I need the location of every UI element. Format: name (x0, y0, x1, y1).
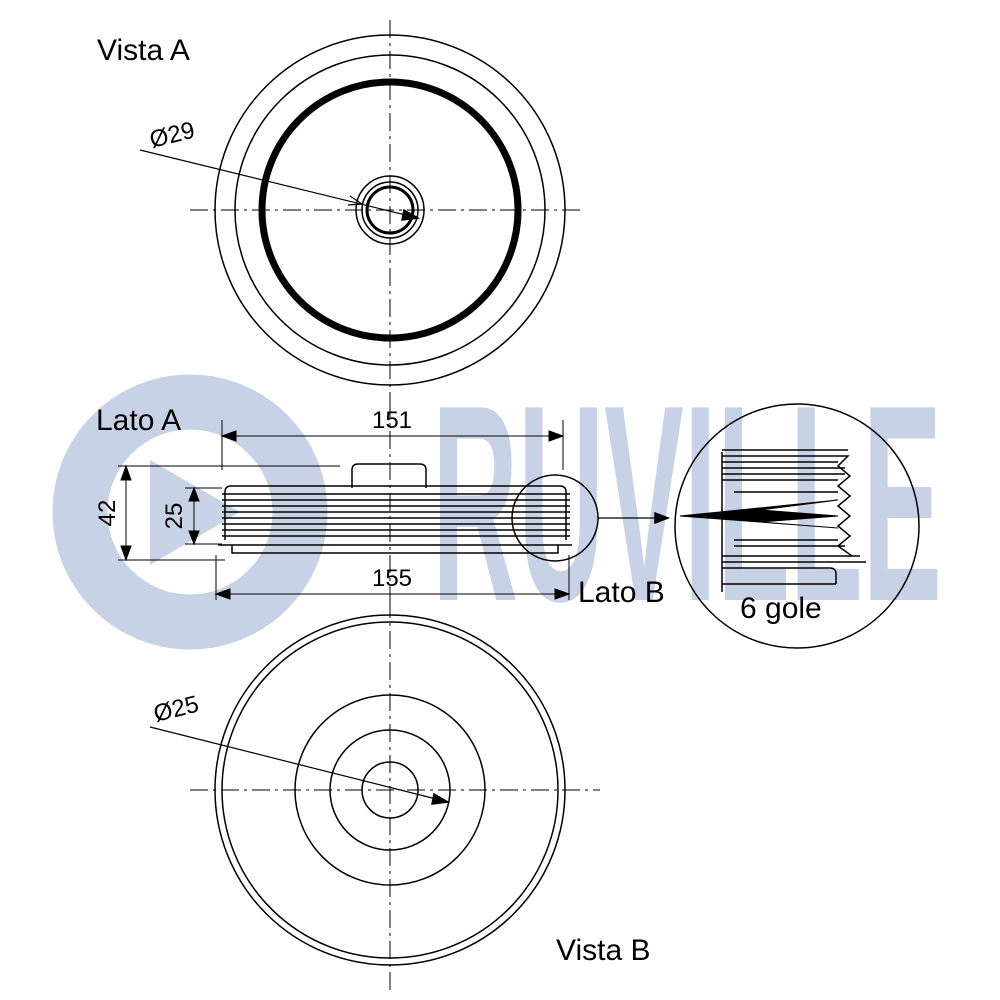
ruville-logo-watermark: RUVILLE (52, 348, 942, 660)
vista-a-label: Vista A (97, 34, 190, 67)
groove-detail-view (674, 403, 920, 649)
bore-b-arrow (431, 792, 451, 805)
logo-wordmark: RUVILLE (432, 348, 942, 660)
height-total-dimension: 42 (94, 500, 121, 527)
view-b-drawing (149, 600, 600, 995)
bore-a-arrow (401, 208, 421, 221)
dimension-lines (118, 420, 571, 600)
vista-b-label: Vista B (556, 934, 651, 967)
bore-a-dimension: Ø29 (147, 117, 198, 154)
height-belt-dimension: 25 (161, 503, 188, 530)
groove-count-label: 6 gole (740, 592, 822, 625)
width-bottom-dimension: 155 (372, 565, 412, 592)
width-top-dimension: 151 (372, 407, 412, 434)
lato-a-label: Lato A (96, 404, 181, 437)
view-a-drawing (139, 20, 585, 400)
side-view-drawing (218, 400, 671, 600)
bore-b-leader (149, 726, 449, 803)
bore-b-dimension: Ø25 (151, 691, 202, 728)
lato-b-label: Lato B (578, 576, 665, 609)
bore-a-leader (139, 149, 419, 219)
